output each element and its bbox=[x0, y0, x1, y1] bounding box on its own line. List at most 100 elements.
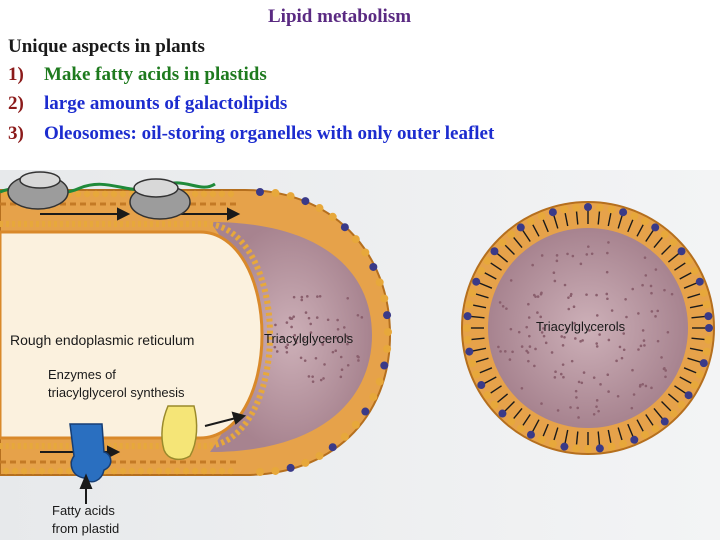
oleosome-heads bbox=[463, 203, 713, 453]
point-2-text: large amounts of galactolipids bbox=[44, 93, 288, 114]
droplet-dot bbox=[643, 256, 647, 259]
droplet-dot bbox=[561, 363, 565, 366]
point-3-number: 3) bbox=[8, 123, 24, 144]
lipid-tail bbox=[542, 218, 549, 233]
droplet-dot bbox=[664, 369, 667, 372]
fatty-acids-label-1: Fatty acids bbox=[52, 503, 115, 518]
droplet-dot bbox=[660, 356, 663, 359]
er-lipid-head bbox=[83, 190, 91, 198]
er-lipid-head bbox=[182, 467, 190, 475]
er-label: Rough endoplasmic reticulum bbox=[10, 332, 194, 348]
lipid-tail bbox=[661, 244, 672, 255]
er-lipid-head bbox=[200, 467, 208, 475]
droplet-dot bbox=[595, 399, 599, 402]
droplet-dot bbox=[339, 355, 343, 359]
er-lipid-head bbox=[380, 294, 389, 303]
point-2-number: 2) bbox=[8, 93, 24, 114]
droplet-dot bbox=[288, 316, 292, 320]
droplet-dot bbox=[552, 271, 556, 275]
ribosome-right-top bbox=[133, 178, 179, 198]
lipid-head bbox=[669, 409, 678, 418]
droplet-dot bbox=[582, 371, 586, 374]
droplet-dot bbox=[654, 268, 658, 271]
droplet-dot bbox=[607, 338, 611, 342]
lipid-head bbox=[584, 203, 592, 211]
enzymes-label-2: triacylglycerol synthesis bbox=[48, 385, 185, 400]
droplet-dot bbox=[559, 372, 563, 376]
er-lipid-head bbox=[164, 467, 172, 475]
lipid-head bbox=[468, 288, 477, 297]
er-lipid-head bbox=[361, 248, 370, 257]
lipid-head bbox=[560, 442, 569, 451]
droplet-dot bbox=[639, 383, 642, 387]
lipid-tail bbox=[483, 271, 497, 280]
er-lipid-head bbox=[375, 278, 384, 287]
droplet-dot bbox=[304, 311, 308, 314]
droplet-dot bbox=[505, 307, 508, 310]
lipid-tail bbox=[679, 376, 693, 385]
lipid-head bbox=[465, 300, 474, 309]
lipid-tail bbox=[683, 282, 698, 289]
droplet-dot bbox=[293, 333, 297, 337]
droplet-dot bbox=[314, 356, 318, 360]
lipid-head bbox=[690, 381, 699, 390]
droplet-dot bbox=[527, 359, 530, 363]
er-lipid-head bbox=[173, 467, 181, 475]
droplet-dot bbox=[607, 390, 610, 393]
er-lipid-head bbox=[92, 190, 100, 198]
lipid-tail bbox=[470, 315, 485, 319]
er-inner-leaflet bbox=[0, 221, 274, 449]
lipid-head bbox=[607, 205, 616, 214]
er-lipid-head bbox=[11, 467, 19, 475]
lipid-head bbox=[472, 370, 481, 379]
droplet-dot bbox=[650, 386, 653, 390]
er-lipid-head bbox=[315, 204, 324, 213]
lipid-tail bbox=[472, 347, 487, 352]
droplet-dot bbox=[290, 325, 293, 329]
lipid-head bbox=[548, 208, 557, 217]
droplet-dot bbox=[663, 288, 666, 292]
er-lipid-head bbox=[119, 467, 127, 475]
er-lipid-head bbox=[340, 223, 349, 232]
droplet-dot bbox=[585, 293, 588, 296]
droplet-dot bbox=[666, 330, 670, 334]
lipid-head bbox=[704, 312, 713, 321]
droplet-dot bbox=[656, 339, 660, 343]
droplet-dot bbox=[539, 315, 542, 319]
lipid-tail bbox=[504, 401, 515, 412]
lipid-tail bbox=[689, 347, 704, 352]
droplet-dot bbox=[616, 394, 620, 398]
droplet-dot bbox=[560, 335, 564, 338]
lipid-head bbox=[584, 445, 592, 453]
droplet-dot bbox=[575, 396, 578, 399]
er-lipid-head bbox=[328, 212, 337, 221]
droplet-dot bbox=[302, 338, 306, 341]
droplet-dot bbox=[637, 312, 640, 315]
droplet-dot bbox=[615, 359, 618, 363]
enzymes bbox=[69, 405, 198, 483]
droplet-dot bbox=[577, 380, 581, 384]
droplet-dot bbox=[498, 301, 502, 304]
yellow-enzyme-icon bbox=[161, 405, 198, 461]
er-lipid-head bbox=[110, 190, 118, 198]
lipid-head bbox=[619, 208, 628, 217]
lipid-tail bbox=[617, 214, 623, 229]
droplet-dot bbox=[542, 327, 545, 330]
er-lipid-head bbox=[146, 467, 154, 475]
droplet-dot bbox=[540, 331, 544, 334]
lipid-head bbox=[465, 347, 474, 356]
er-lipid-head bbox=[218, 190, 226, 198]
droplet-dot bbox=[664, 375, 667, 379]
er-lipid-head bbox=[209, 190, 217, 198]
er-lipid-head bbox=[200, 190, 208, 198]
droplet-dot bbox=[300, 295, 304, 299]
droplet-dot bbox=[630, 406, 634, 410]
lipid-head bbox=[651, 223, 660, 232]
lipid-tail bbox=[521, 229, 531, 242]
er-lipid-head bbox=[56, 467, 64, 475]
droplet-dot bbox=[542, 334, 546, 338]
blue-enzyme-icon bbox=[69, 423, 112, 483]
lipid-head bbox=[463, 335, 472, 344]
droplet-dot bbox=[285, 346, 289, 350]
lipid-head bbox=[695, 277, 704, 286]
